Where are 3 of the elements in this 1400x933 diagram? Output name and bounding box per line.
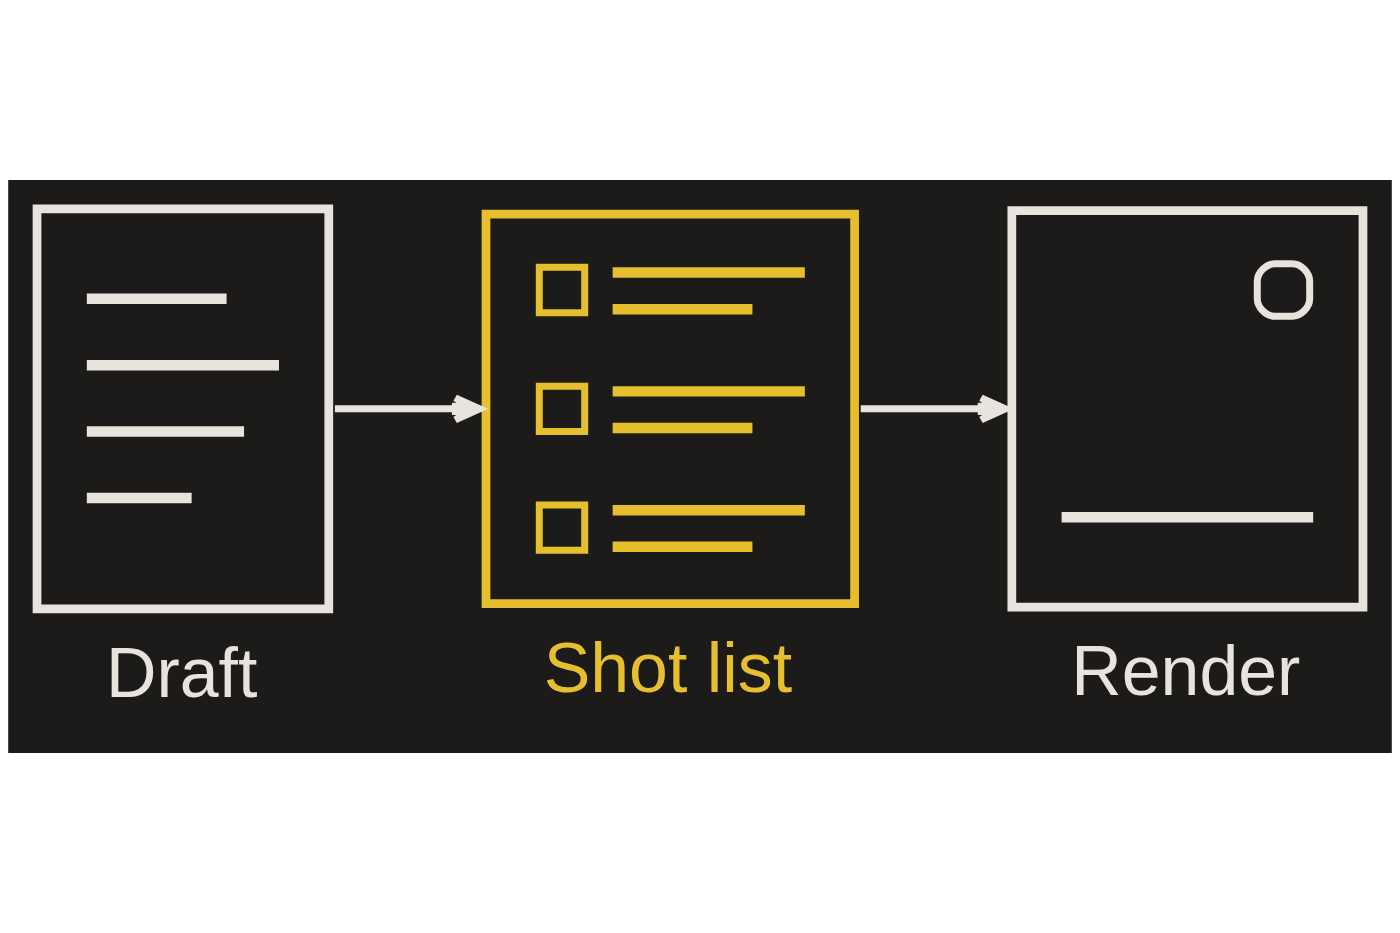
- node-label: Render: [1071, 632, 1301, 711]
- node-label: Shot list: [543, 628, 793, 707]
- node-label: Draft: [106, 634, 258, 713]
